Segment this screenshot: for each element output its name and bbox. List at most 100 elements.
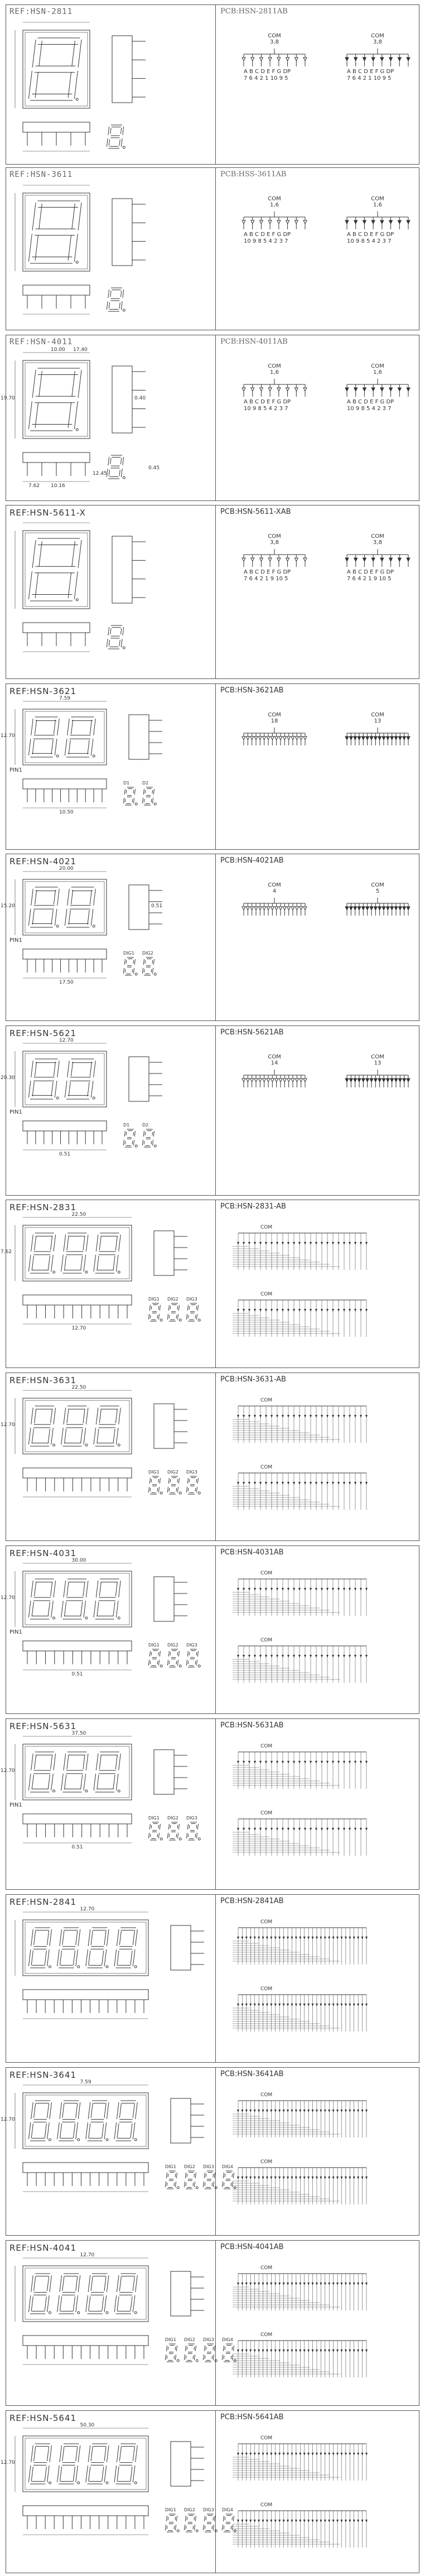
segment-labels: A B C D E F G DP: [347, 69, 394, 75]
dim-label: 17.50: [59, 980, 74, 985]
led-diode: [299, 2283, 302, 2285]
led-diode: [343, 1655, 345, 1658]
mechanical-drawing-cell: REF:HSN-3611: [6, 168, 216, 330]
led-diode: [360, 1415, 362, 1418]
led-diode: [365, 1309, 368, 1312]
decimal-point: [92, 1096, 95, 1100]
bottom-view: [22, 1813, 132, 1843]
com-label: COM: [260, 2159, 272, 2165]
led-diode: [293, 1415, 295, 1418]
led-diode: [278, 2349, 281, 2352]
led-diode: [294, 2349, 297, 2352]
led-diode: [282, 1937, 285, 1939]
decimal-point: [122, 476, 125, 479]
bottom-outline: [22, 1640, 132, 1651]
led-diode: [397, 557, 402, 562]
led-diode: [365, 2110, 368, 2112]
led-diode: [344, 2453, 347, 2455]
led-diode: [276, 1242, 278, 1245]
bottom-outline: [22, 122, 90, 133]
led-diode: [270, 2453, 273, 2455]
led-diode: [287, 1828, 289, 1831]
digit-label: DIG1: [148, 1470, 160, 1475]
front-view: [15, 22, 90, 109]
front-digit: [28, 1058, 60, 1100]
led-diode: [389, 906, 394, 911]
led-diode: [271, 1588, 273, 1591]
digit-label: DIG3: [186, 1816, 197, 1821]
led-diode: [254, 1588, 256, 1591]
led-diode: [237, 1588, 239, 1591]
bottom-view: [22, 622, 90, 652]
led-diode: [345, 736, 349, 741]
led-diode: [282, 2283, 285, 2285]
led-diode: [336, 2520, 339, 2522]
led-diode: [243, 1309, 245, 1312]
led-diode: [294, 2110, 297, 2112]
led-diode: [307, 2349, 310, 2352]
side-view: [170, 2271, 204, 2317]
led-diode: [365, 906, 370, 911]
pcb-reference: PCB:HSN-4011AB: [220, 338, 288, 346]
bottom-view: [22, 948, 107, 979]
decimal-point: [195, 2529, 199, 2532]
led-diode: [373, 736, 378, 741]
front-view: [15, 701, 107, 765]
led-diode: [343, 1482, 345, 1485]
led-diode: [371, 57, 375, 62]
led-diode: [373, 1078, 378, 1083]
led-diode: [241, 2349, 244, 2352]
part-reference: REF:HSN-5611-X: [9, 508, 86, 518]
led-diode: [349, 2004, 351, 2006]
decimal-point: [214, 2529, 218, 2532]
led-diode: [294, 2283, 297, 2285]
led-diode: [307, 2283, 310, 2285]
decimal-point: [178, 1664, 182, 1668]
led-diode: [254, 1415, 256, 1418]
schematic-digit: [167, 1822, 182, 1841]
front-digit: [93, 1751, 121, 1793]
bottom-outline: [22, 1294, 132, 1306]
bottom-view: [22, 2505, 149, 2535]
led-diode: [326, 1415, 329, 1418]
led-diode: [311, 1937, 314, 1939]
com-label: COM: [371, 363, 384, 369]
side-view: [128, 884, 162, 930]
led-diode: [287, 2520, 289, 2522]
decimal-point: [197, 1837, 201, 1841]
led-diode: [336, 2110, 339, 2112]
decimal-point: [52, 1616, 56, 1620]
led-diode: [293, 1761, 295, 1764]
bottom-outline: [22, 1813, 132, 1824]
digit-label: DIG3: [203, 2337, 214, 2342]
led-diode: [242, 1078, 246, 1083]
led-diode: [262, 1078, 267, 1083]
led-diode: [274, 736, 279, 741]
led-diode: [282, 2110, 285, 2112]
led-diode: [303, 736, 307, 741]
led-diode: [282, 1655, 284, 1658]
led-diode: [303, 2349, 306, 2352]
circuit-block-lower: COM: [233, 1292, 368, 1337]
led-diode: [271, 1655, 273, 1658]
led-diode: [265, 2349, 268, 2352]
led-diode: [311, 2110, 314, 2112]
led-diode: [344, 2177, 347, 2179]
led-diode: [349, 1588, 351, 1591]
led-diode: [332, 1655, 334, 1658]
part-reference: REF:HSN-4031: [9, 1548, 77, 1558]
part-reference: REF:HSN-2841: [9, 1897, 77, 1907]
led-diode: [371, 387, 375, 392]
led-diode: [304, 1761, 306, 1764]
digit-label: DIG1: [165, 2164, 176, 2169]
led-diode: [328, 2110, 331, 2112]
com-label: COM: [260, 1465, 272, 1470]
pin-numbers: 10 9 8 5 4 2 3 7: [347, 238, 392, 244]
led-diode: [237, 2453, 239, 2455]
